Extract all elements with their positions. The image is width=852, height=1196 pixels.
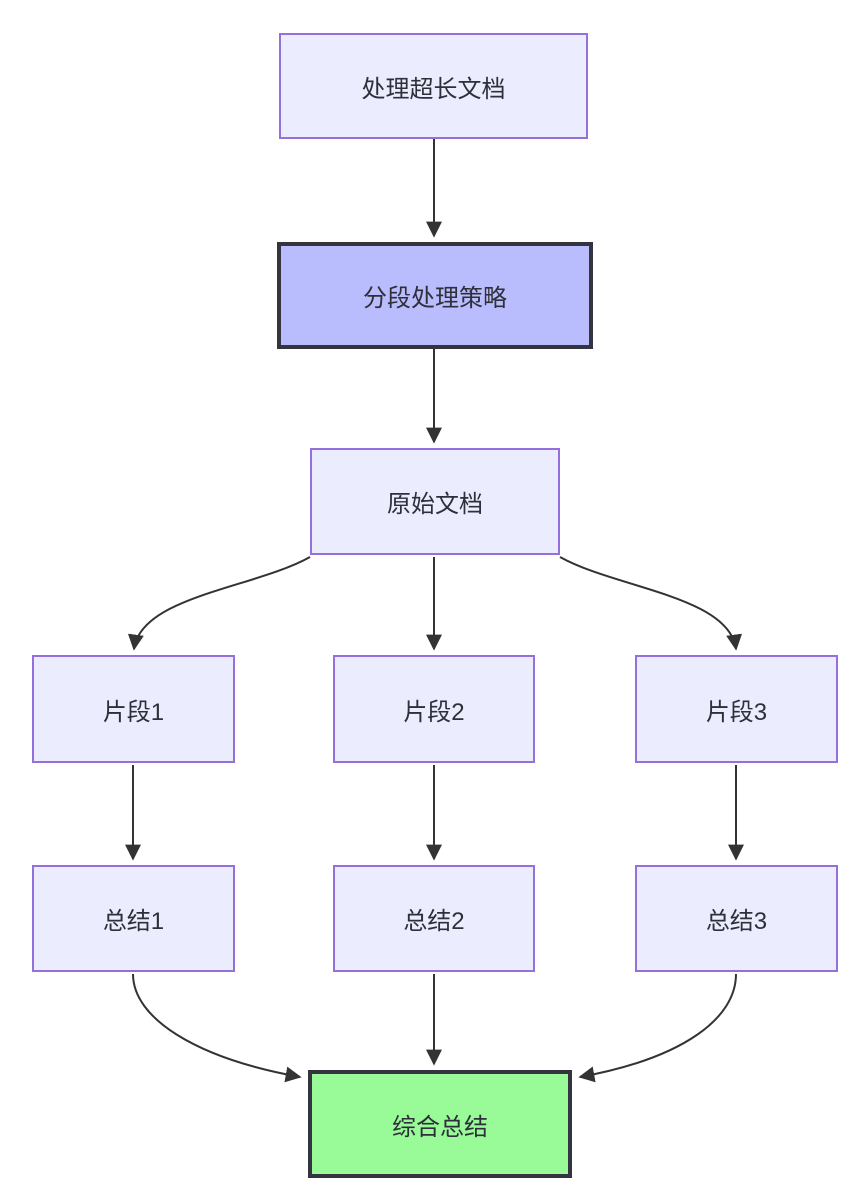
node-summary-2: 总结2 [333, 865, 535, 972]
node-label: 总结2 [403, 908, 465, 935]
node-label: 分段处理策略 [363, 285, 507, 312]
node-label: 片段1 [102, 698, 165, 726]
node-fragment-1: 片段1 [32, 655, 235, 763]
node-label: 总结1 [102, 908, 165, 935]
node-segmentation-strategy: 分段处理策略 [277, 242, 593, 349]
edge-source-frag3 [559, 556, 743, 651]
node-fragment-3: 片段3 [635, 655, 838, 763]
node-process-long-document: 处理超长文档 [279, 33, 588, 139]
node-label: 处理超长文档 [361, 75, 506, 103]
edge-source-frag1 [127, 556, 311, 651]
node-combined-summary: 综合总结 [308, 1070, 572, 1178]
node-label: 片段3 [705, 698, 768, 726]
node-summary-1: 总结1 [32, 865, 235, 972]
node-label: 总结3 [705, 908, 768, 935]
node-label: 片段2 [403, 698, 465, 726]
node-summary-3: 总结3 [635, 865, 838, 972]
node-original-document: 原始文档 [310, 448, 560, 555]
node-label: 原始文档 [387, 491, 483, 518]
node-label: 综合总结 [392, 1113, 488, 1141]
edge-sum1-final [132, 973, 302, 1083]
edge-sum3-final [578, 973, 737, 1083]
node-fragment-2: 片段2 [333, 655, 535, 763]
